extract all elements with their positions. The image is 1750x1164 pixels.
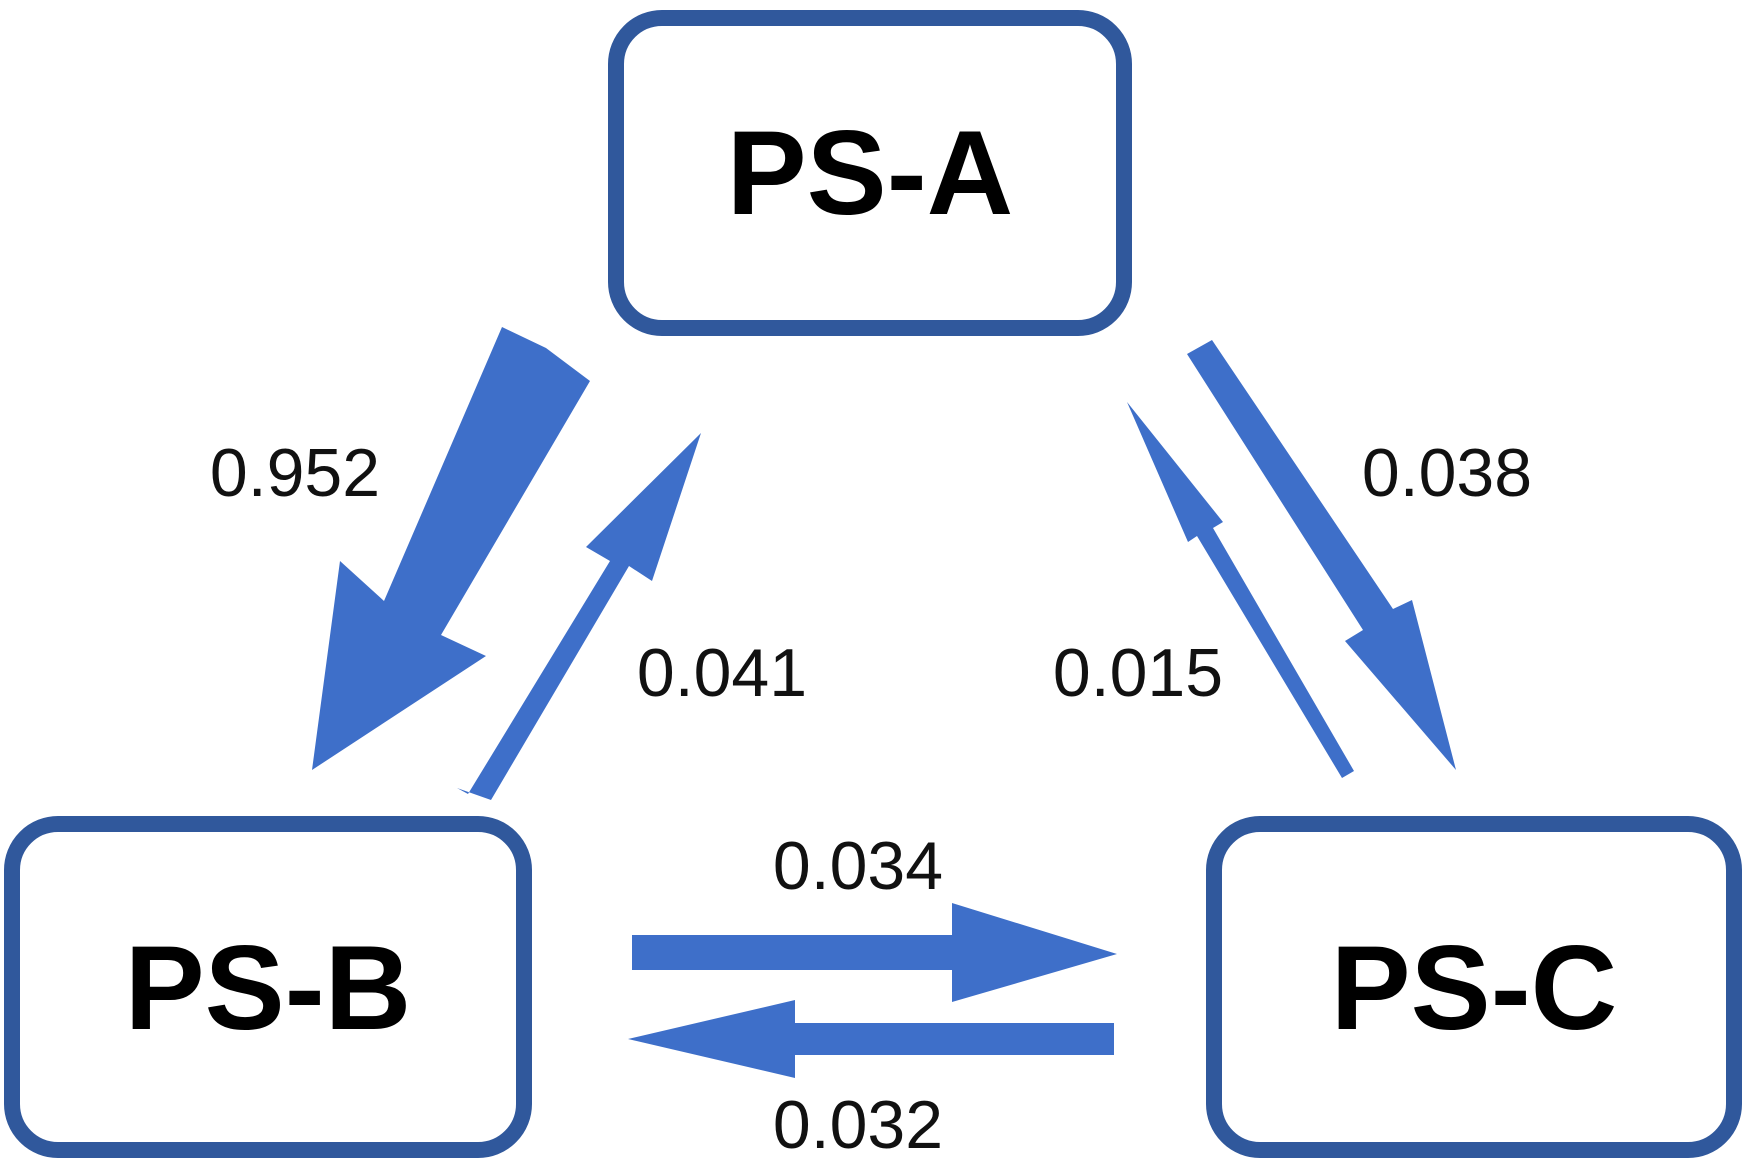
arrow-a-to-b: [312, 327, 590, 770]
arrow-a-to-c: [1187, 340, 1456, 770]
node-ps-c-label: PS-C: [1331, 921, 1618, 1055]
arrow-c-to-a: [1127, 402, 1354, 778]
edge-label-b-to-c: 0.034: [773, 828, 943, 904]
arrow-b-to-c: [632, 903, 1117, 1002]
node-ps-c: PS-C: [1206, 816, 1742, 1158]
arrow-b-to-a: [457, 433, 701, 800]
edge-label-c-to-a: 0.015: [1053, 635, 1223, 711]
node-ps-a-label: PS-A: [727, 106, 1014, 240]
edge-label-b-to-a: 0.041: [637, 635, 807, 711]
node-ps-a: PS-A: [608, 10, 1132, 336]
edge-label-c-to-b: 0.032: [773, 1087, 943, 1163]
node-ps-c-box: [1206, 816, 1742, 1158]
edge-label-a-to-b: 0.952: [210, 435, 380, 511]
node-ps-b-label: PS-B: [125, 921, 412, 1055]
edge-label-a-to-c: 0.038: [1362, 435, 1532, 511]
node-ps-b: PS-B: [4, 816, 532, 1158]
arrow-c-to-b: [628, 1000, 1114, 1078]
node-ps-a-box: [608, 10, 1132, 336]
node-ps-b-box: [4, 816, 532, 1158]
